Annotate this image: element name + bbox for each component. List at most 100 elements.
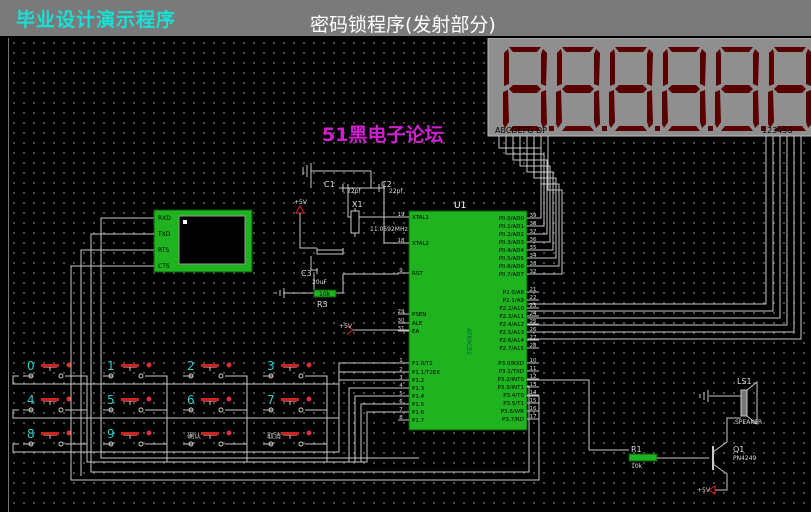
key-actuator (121, 364, 139, 367)
key-indicator-icon (146, 396, 152, 402)
key-actuator (41, 364, 59, 367)
key-4[interactable]: 3 (263, 359, 315, 379)
key-wire (315, 375, 328, 384)
key-wire (315, 443, 328, 452)
mcu-pin-number: 28 (530, 343, 537, 349)
mcu-pin-number: 23 (530, 303, 537, 309)
c1-ref: C1 (324, 180, 335, 189)
key-3[interactable]: 2 (183, 359, 235, 379)
key-6[interactable]: 5 (103, 393, 155, 413)
mcu-pin-number: 4 (399, 383, 403, 389)
c2-ref: C2 (381, 180, 392, 189)
key-8[interactable]: 7 (263, 393, 315, 413)
key-actuator (281, 398, 299, 401)
terminal-pin-rts: RTS (158, 247, 169, 254)
key-label: 0 (27, 359, 35, 373)
schematic-canvas[interactable]: 51黑电子论坛 ABCDEFG DP 123456 (8, 38, 811, 512)
vcc-label-q1: +5V (697, 487, 711, 494)
key-switch (183, 434, 235, 447)
key-12[interactable]: 取消 (263, 430, 315, 447)
oscillator-circuit (302, 163, 409, 244)
key-actuator (41, 432, 59, 435)
mcu-pin-number: 15 (530, 398, 537, 404)
key-1[interactable]: 0 (23, 359, 75, 379)
key-actuator (281, 432, 299, 435)
key-wire (75, 375, 88, 384)
mcu-pin-name: P1.4 (412, 394, 425, 400)
key-label: 8 (27, 427, 35, 441)
mcu-pin-number: 34 (530, 253, 537, 259)
key-switch (23, 366, 75, 379)
key-10[interactable]: 9 (103, 427, 155, 447)
ea-supply (346, 325, 409, 335)
terminal-pin-rxd: RXD (158, 215, 171, 222)
key-switch (183, 400, 235, 413)
terminal-pin-txd: TXD (157, 231, 171, 238)
col-bus-wire (166, 384, 398, 463)
mcu-pin-name: P2.3/A11 (499, 314, 524, 320)
c3-ref: C3 (301, 269, 312, 278)
p2-wire (527, 136, 774, 312)
key-wire (235, 443, 248, 452)
row-bus-wire (12, 362, 398, 385)
p0-wire (526, 136, 554, 251)
key-actuator (201, 432, 219, 435)
mcu-pin-name: P3.4/T0 (503, 393, 524, 399)
r1-value: 10k (631, 463, 643, 470)
mcu-pin-number: 18 (398, 238, 405, 244)
terminal-pin-cts: CTS (158, 263, 170, 270)
mcu-pin-name: ALE (412, 321, 423, 327)
mcu-pin-name: XTAL1 (412, 215, 429, 221)
mcu-pin-number: 13 (530, 382, 537, 388)
mcu-pin-name: P0.3/AD3 (499, 240, 525, 246)
mcu-pin-number: 36 (530, 237, 537, 243)
mcu-pin-number: 6 (399, 399, 403, 405)
vcc-label-reset: +5V (294, 199, 308, 206)
mcu-pin-name: EA (412, 329, 419, 335)
key-switch (263, 434, 315, 447)
mcu-pin-number: 17 (530, 414, 537, 420)
p2-wire (527, 136, 802, 340)
r1-ref: R1 (631, 445, 642, 454)
mcu-pin-name: P3.3/INT1 (497, 385, 524, 391)
key-actuator (121, 432, 139, 435)
key-switch (23, 400, 75, 413)
key-11[interactable]: 确认 (183, 430, 235, 447)
key-9[interactable]: 8 (23, 427, 75, 447)
mcu-pin-name: PSEN (412, 312, 426, 318)
mcu-pin-name: P2.1/A9 (503, 298, 525, 304)
c1-value: 22pf (347, 188, 361, 195)
mcu-pin-name: P0.5/AD5 (499, 256, 525, 262)
mcu-pin-number: 7 (399, 407, 403, 413)
mcu-pin-name: P2.5/A13 (499, 330, 524, 336)
mcu-pin-number: 10 (530, 358, 537, 364)
key-switch (103, 434, 155, 447)
key-indicator-icon (226, 362, 232, 368)
key-switch (263, 400, 315, 413)
mcu-pin-name: P3.0/RXD (498, 361, 524, 367)
key-2[interactable]: 1 (103, 359, 155, 379)
ls1-value: SPEAKER (735, 419, 762, 426)
mcu-pin-number: 12 (530, 374, 537, 380)
key-7[interactable]: 6 (183, 393, 235, 413)
mcu-pin-name: P1.0/T2 (412, 361, 433, 367)
mcu-pin-name: P2.7/A15 (499, 346, 524, 352)
p2-wire (527, 136, 795, 333)
mcu-pin-number: 1 (399, 358, 403, 364)
mcu-pin-number: 9 (399, 268, 403, 274)
reset-circuit (275, 204, 409, 298)
mcu-pin-number: 37 (530, 229, 537, 235)
mcu-pin-name: P0.7/AD7 (499, 272, 525, 278)
mcu-pin-number: 8 (399, 415, 403, 421)
row-bus-wire (12, 371, 398, 419)
mcu-pin-name: P3.7/RD (502, 417, 524, 423)
keypad[interactable]: 0 1 2 3 4 5 6 7 8 9 确认 取消 (23, 359, 315, 447)
key-label: 确认 (187, 431, 201, 440)
mcu-pin-name: P1.5 (412, 402, 425, 408)
mcu-pin-number: 3 (399, 375, 403, 381)
title-bar: 毕业设计演示程序 密码锁程序(发射部分) (0, 0, 811, 36)
key-5[interactable]: 4 (23, 393, 75, 413)
virtual-terminal[interactable]: RXD TXD RTS CTS (153, 209, 253, 273)
